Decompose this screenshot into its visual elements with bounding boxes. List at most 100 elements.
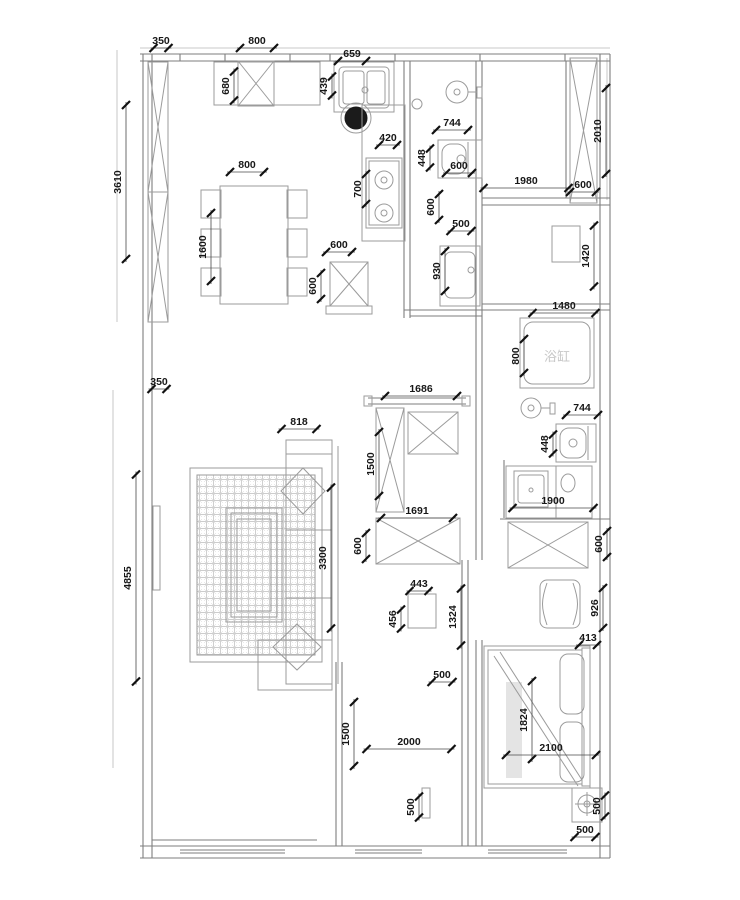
dimension-tick	[590, 308, 601, 318]
dimension-tick	[235, 43, 245, 53]
dimension-tick	[414, 791, 424, 802]
dimension-label: 500	[576, 824, 594, 836]
shower-head-dot	[453, 88, 461, 96]
dimension-tick	[507, 503, 518, 513]
dimension-tick	[467, 168, 477, 178]
dimension-tick	[563, 183, 574, 193]
vanity-faucet	[528, 487, 534, 493]
dimension-label: 600	[330, 239, 348, 251]
dimension-tick	[548, 448, 558, 459]
bed-pillow	[559, 721, 585, 783]
armchair-back	[572, 582, 578, 626]
dimension-tick	[519, 334, 529, 344]
dimension-tick	[527, 754, 537, 764]
dimension-tick	[206, 276, 216, 286]
dimension-tick	[374, 427, 384, 437]
dimension-label: 818	[290, 416, 308, 428]
dimension-tick	[593, 410, 603, 420]
dimension-label: 2100	[539, 742, 563, 754]
dimension-tick	[425, 162, 435, 173]
vanity-oval-basin	[560, 473, 576, 493]
washbasin-unit	[439, 245, 481, 307]
dimension-tick	[396, 623, 406, 634]
dimension-label: 3300	[317, 546, 329, 570]
dimension-tick	[589, 281, 599, 292]
bed-pillow	[559, 653, 585, 715]
wardrobe-xbox-cross	[507, 521, 589, 569]
dimension-tick	[561, 410, 571, 420]
rug	[189, 467, 323, 663]
bed-blanket-fold	[499, 651, 583, 781]
dimension-label: 930	[431, 262, 443, 280]
sofa-chaise	[257, 639, 333, 691]
dimension-label: 448	[539, 435, 551, 453]
dimension-tick	[349, 761, 359, 771]
toilet	[437, 139, 483, 179]
dimension-tick	[466, 226, 477, 236]
dimension-label: 456	[387, 610, 399, 628]
pot-ring	[340, 102, 372, 134]
dimension-tick	[452, 391, 462, 401]
dimension-label: 600	[425, 198, 437, 216]
dimension-tick	[441, 168, 451, 178]
dimension-tick	[478, 183, 489, 193]
dimension-tick	[361, 554, 371, 564]
dimension-tick	[447, 677, 458, 687]
small-cabinet	[407, 593, 437, 629]
dimension-label: 600	[352, 537, 364, 555]
dimension-tick	[229, 95, 239, 106]
toilet-bowl	[441, 143, 467, 175]
dimension-tick	[519, 368, 529, 378]
bathtub	[519, 317, 595, 389]
dimension-tick	[448, 513, 458, 523]
dimension-label: 1600	[197, 235, 209, 259]
dimension-label: 1691	[405, 505, 429, 517]
sofa-pillow	[280, 467, 326, 515]
dimension-label: 439	[318, 77, 330, 95]
wall-xbox-left-cross	[147, 191, 169, 323]
closet-xbox-right	[569, 57, 598, 204]
dimension-tick	[327, 71, 337, 82]
dimension-tick	[591, 187, 601, 197]
fridge-xbox-cross	[237, 60, 275, 107]
dimension-tick	[374, 491, 384, 501]
shower-head-icon	[445, 80, 469, 104]
dimension-tick	[414, 812, 424, 823]
dimension-tick	[602, 552, 612, 562]
dimension-tick	[431, 125, 441, 135]
pot-icon	[344, 106, 368, 130]
dimension-tick	[527, 676, 537, 686]
dimension-tick	[440, 286, 450, 296]
faucet-icon	[361, 86, 369, 94]
dimension-tick	[206, 208, 216, 218]
dimension-label: 1900	[541, 495, 565, 507]
wall-xbox-left	[147, 191, 169, 323]
dimension-tick	[361, 169, 371, 179]
dimension-chain-lines	[112, 47, 610, 768]
dimension-label: 2000	[397, 736, 421, 748]
vanity-sink	[513, 470, 549, 508]
kitchen-xbox-cross	[329, 261, 369, 307]
fridge-xbox	[237, 60, 275, 107]
dimension-label: 744	[443, 117, 461, 129]
dimension-tick	[598, 623, 608, 633]
kitchen-counter	[213, 61, 321, 106]
dimension-label: 800	[248, 35, 266, 47]
burner-dot	[380, 176, 388, 184]
armchair	[539, 579, 581, 629]
dimension-tick	[446, 744, 457, 754]
dimension-tick	[426, 677, 437, 687]
counter-strip	[361, 104, 406, 242]
toilet-button	[568, 438, 578, 448]
shower-valve	[549, 402, 556, 415]
dimension-tick	[423, 586, 434, 596]
dimension-tick	[131, 469, 141, 480]
dimension-label: 680	[220, 77, 232, 95]
dimension-tick	[225, 167, 235, 177]
dimension-tick	[434, 215, 444, 225]
dimension-label: 800	[238, 159, 256, 171]
dimension-tick	[569, 832, 580, 842]
wall-stub	[421, 787, 431, 819]
dimension-label: 420	[379, 132, 397, 144]
